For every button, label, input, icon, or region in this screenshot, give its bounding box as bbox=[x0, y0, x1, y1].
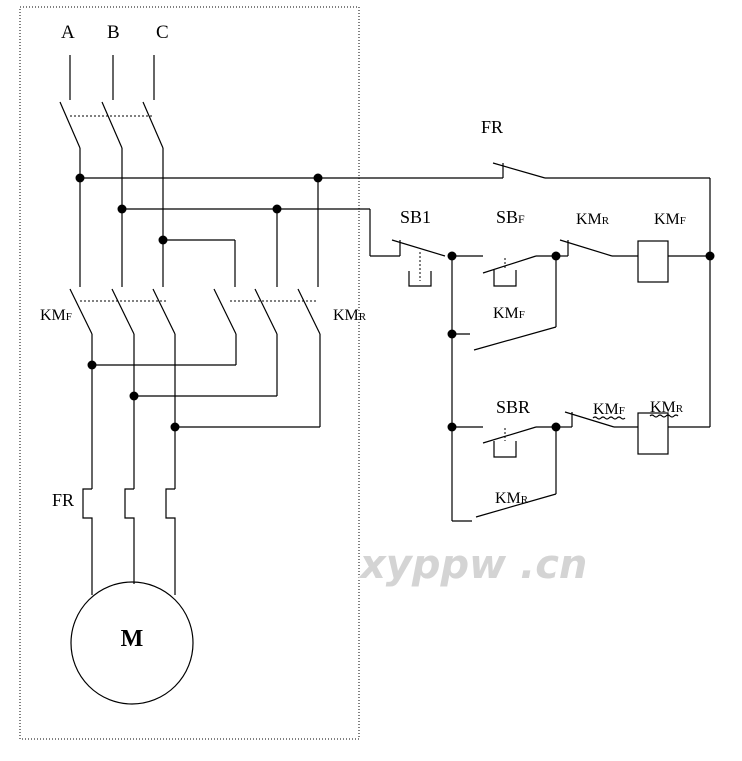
kmr-coil-label: KMR bbox=[650, 399, 684, 416]
kmf-main-label: KMF bbox=[40, 307, 72, 324]
control-circuit: FR SB1 SBF KMR bbox=[369, 117, 715, 522]
phase-label-c: C bbox=[156, 22, 169, 43]
main-circuit-border bbox=[19, 6, 360, 740]
kmf-coil-label: KMF bbox=[654, 211, 686, 228]
overload-relay-heaters bbox=[82, 488, 176, 595]
main-circuit: A B C bbox=[40, 22, 503, 705]
fr-main-label: FR bbox=[52, 490, 74, 510]
motor-circle bbox=[70, 581, 194, 705]
sbr-label: SBR bbox=[496, 397, 530, 417]
phase-label-b: B bbox=[107, 22, 120, 43]
fr-control-label: FR bbox=[481, 117, 503, 137]
phase-label-a: A bbox=[61, 22, 75, 43]
kmf-main-contacts bbox=[69, 288, 176, 335]
kmr-coil bbox=[637, 412, 669, 455]
row1-hold-label: KMF bbox=[493, 305, 525, 322]
row1-interlock-label: KMR bbox=[576, 211, 610, 228]
sb1-label: SB1 bbox=[400, 207, 431, 227]
row2-interlock-label: KMF bbox=[593, 401, 625, 418]
kmr-main-label: KMR bbox=[333, 307, 367, 324]
row2-hold-label: KMR bbox=[495, 490, 529, 507]
motor-label: M bbox=[121, 626, 144, 652]
kmf-coil bbox=[637, 240, 669, 283]
kmr-main-contacts bbox=[213, 288, 321, 335]
sbf-label: SBF bbox=[496, 207, 525, 227]
watermark: xyppw .cn bbox=[358, 542, 587, 588]
isolating-switch bbox=[59, 55, 164, 149]
